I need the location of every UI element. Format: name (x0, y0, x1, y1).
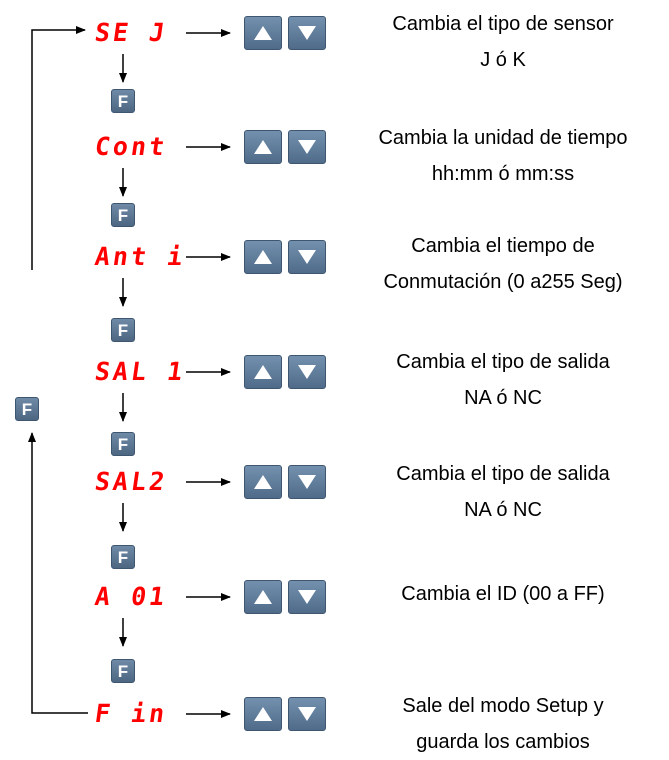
display-code: SAL2 (93, 467, 170, 496)
display-code: Cont (93, 132, 170, 161)
step-description: Cambia el ID (00 a FF) (350, 576, 656, 612)
f-key-icon[interactable]: F (111, 432, 135, 456)
step-description: Cambia el tipo de sensor J ó K (350, 6, 656, 78)
down-arrow-key-icon[interactable] (288, 580, 326, 614)
description-line: hh:mm ó mm:ss (431, 163, 575, 185)
down-arrow-key-icon[interactable] (288, 130, 326, 164)
step-description: Cambia la unidad de tiempo hh:mm ó mm:ss (350, 120, 656, 192)
f-key-icon[interactable]: F (111, 203, 135, 227)
up-down-keys (244, 130, 328, 164)
description-line: Cambia el tiempo de (411, 235, 595, 257)
description-line: J ó K (480, 49, 526, 71)
up-arrow-key-icon[interactable] (244, 355, 282, 389)
down-arrow-key-icon[interactable] (288, 355, 326, 389)
step-description: Cambia el tiempo de Conmutación (0 a255 S… (350, 228, 656, 300)
display-code: SAL 1 (93, 357, 188, 386)
display-code: SE J (93, 18, 170, 47)
up-down-keys (244, 16, 328, 50)
up-down-keys (244, 697, 328, 731)
step-description: Cambia el tipo de salida NA ó NC (350, 456, 656, 528)
step-description: Sale del modo Setup y guarda los cambios (350, 688, 656, 760)
down-arrow-key-icon[interactable] (288, 465, 326, 499)
description-line: NA ó NC (464, 499, 542, 521)
description-line: Cambia el ID (00 a FF) (401, 583, 605, 605)
description-line: Cambia el tipo de salida (396, 463, 610, 485)
exit-to-f-key-line (28, 432, 88, 714)
f-key-icon[interactable]: F (15, 397, 39, 421)
up-arrow-key-icon[interactable] (244, 16, 282, 50)
up-arrow-key-icon[interactable] (244, 465, 282, 499)
loop-to-start-line (31, 26, 86, 270)
up-down-keys (244, 240, 328, 274)
f-key-icon[interactable]: F (111, 659, 135, 683)
description-line: Cambia la unidad de tiempo (378, 127, 628, 149)
display-code: F in (93, 699, 170, 728)
up-arrow-key-icon[interactable] (244, 240, 282, 274)
up-arrow-key-icon[interactable] (244, 130, 282, 164)
display-code: Ant i (93, 242, 188, 271)
description-line: guarda los cambios (416, 731, 590, 753)
down-arrow-key-icon[interactable] (288, 240, 326, 274)
description-line: Cambia el tipo de salida (396, 351, 610, 373)
down-arrow-key-icon[interactable] (288, 697, 326, 731)
up-down-keys (244, 465, 328, 499)
up-down-keys (244, 580, 328, 614)
down-arrow-key-icon[interactable] (288, 16, 326, 50)
f-key-icon[interactable]: F (111, 545, 135, 569)
up-arrow-key-icon[interactable] (244, 580, 282, 614)
f-key-icon[interactable]: F (111, 318, 135, 342)
description-line: NA ó NC (464, 387, 542, 409)
display-code: A 01 (93, 582, 170, 611)
description-line: Cambia el tipo de sensor (392, 13, 614, 35)
step-description: Cambia el tipo de salida NA ó NC (350, 344, 656, 416)
description-line: Sale del modo Setup y (402, 695, 604, 717)
f-key-icon[interactable]: F (111, 89, 135, 113)
up-down-keys (244, 355, 328, 389)
up-arrow-key-icon[interactable] (244, 697, 282, 731)
description-line: Conmutación (0 a255 Seg) (383, 271, 623, 293)
